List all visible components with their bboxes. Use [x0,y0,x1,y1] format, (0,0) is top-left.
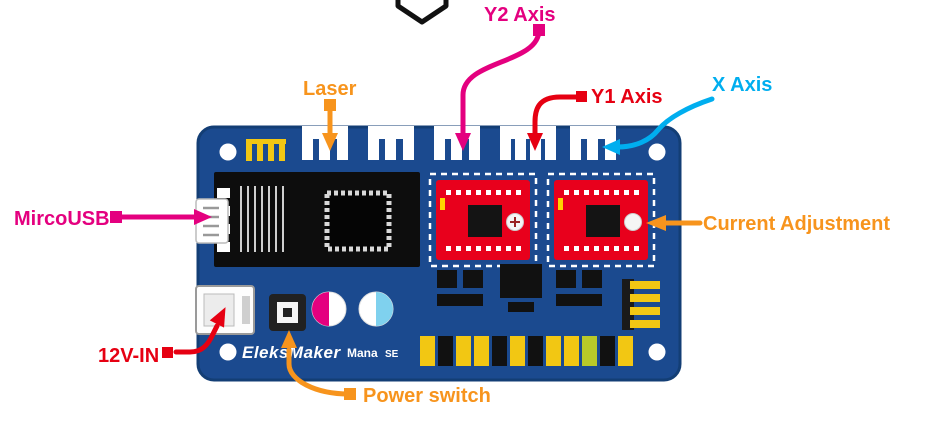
driver1-marker [440,198,445,210]
stepper-driver-2 [554,180,648,260]
12v-in-marker-square [162,347,173,358]
laser-arrowhead-icon [322,133,338,151]
x-axis-lead-line [615,96,715,150]
micro-usb-arrowhead-icon [194,209,212,225]
hexagon-shape-icon [395,0,449,25]
laser-label: Laser [303,78,357,100]
dip-chip-icon [240,186,284,252]
y1-axis-lead-line [532,94,587,138]
micro-usb-label: MircoUSB [14,208,110,230]
callout-micro-usb: MircoUSB [14,208,212,230]
mounting-hole [648,343,666,361]
driver2-potentiometer [624,213,642,231]
y1-axis-label: Y1 Axis [591,86,663,108]
stepper-driver-1 [436,180,530,260]
indicator-cyan [358,291,394,327]
driver2-chip-icon [586,205,620,237]
12v-in-arrowhead-icon [209,307,226,328]
board-silkscreen: EleksMaker Mana SE [242,343,399,362]
y2-axis-arrowhead-icon [455,133,471,151]
y1-axis-arrowhead-icon [527,133,543,151]
laser-marker-square [324,99,336,111]
callout-power-switch: Power switch [281,330,491,407]
driver1-chip-icon [468,205,502,237]
current-adjustment-label: Current Adjustment [703,213,890,235]
right-pin-header [622,279,660,330]
mcu-pcb [214,172,420,267]
callout-laser: Laser [303,78,357,151]
power-switch-lead-line [286,347,352,397]
y2-axis-lead-line [460,27,542,138]
driver1-pot-cross-icon [510,217,520,227]
mounting-hole [219,143,237,161]
power-switch-marker-square [344,388,356,400]
y2-axis-marker-square [533,24,545,36]
power-switch-component [269,294,306,331]
mounting-hole [219,343,237,361]
callout-y2-axis: Y2 Axis [455,4,556,151]
power-switch-arrowhead-icon [281,330,297,348]
mcu-module [214,172,420,267]
aux-pin-header [246,139,286,161]
model-text: Mana [347,346,378,360]
y2-axis-label: Y2 Axis [484,4,556,26]
discrete-components [437,264,602,312]
indicator-magenta [311,291,347,327]
capacitor-green [582,336,597,366]
x-axis-connector [570,126,616,160]
mounting-holes [219,143,666,361]
mounting-hole [648,143,666,161]
12v-in-lead-line [173,323,220,355]
driver2-marker [558,198,563,210]
current-adjustment-arrowhead-icon [646,215,666,231]
edition-text: SE [385,349,399,360]
capacitors-yellow [420,336,633,366]
x-axis-label: X Axis [712,74,772,96]
x-axis-arrowhead-icon [602,139,620,155]
driver2-pin-holes [564,190,639,251]
callout-current-adjustment: Current Adjustment [646,213,890,235]
capacitor-row [420,336,633,366]
qfp-chip-icon [324,190,392,252]
callout-y1-axis: Y1 Axis [527,86,663,151]
pcb-board: EleksMaker Mana SE [195,125,682,382]
micro-usb-marker-square [110,211,122,223]
capacitors-dark [438,336,615,366]
y2-axis-connector [434,126,480,160]
driver1-pin-holes [446,190,521,251]
y1-axis-marker-square [576,91,587,102]
12v-in-label: 12V-IN [98,345,159,367]
laser-connector [302,126,348,160]
power-switch-label: Power switch [363,385,491,407]
callout-x-axis: X Axis [602,74,772,155]
spare-connector [368,126,414,160]
callout-12v-in: 12V-IN [98,307,226,367]
